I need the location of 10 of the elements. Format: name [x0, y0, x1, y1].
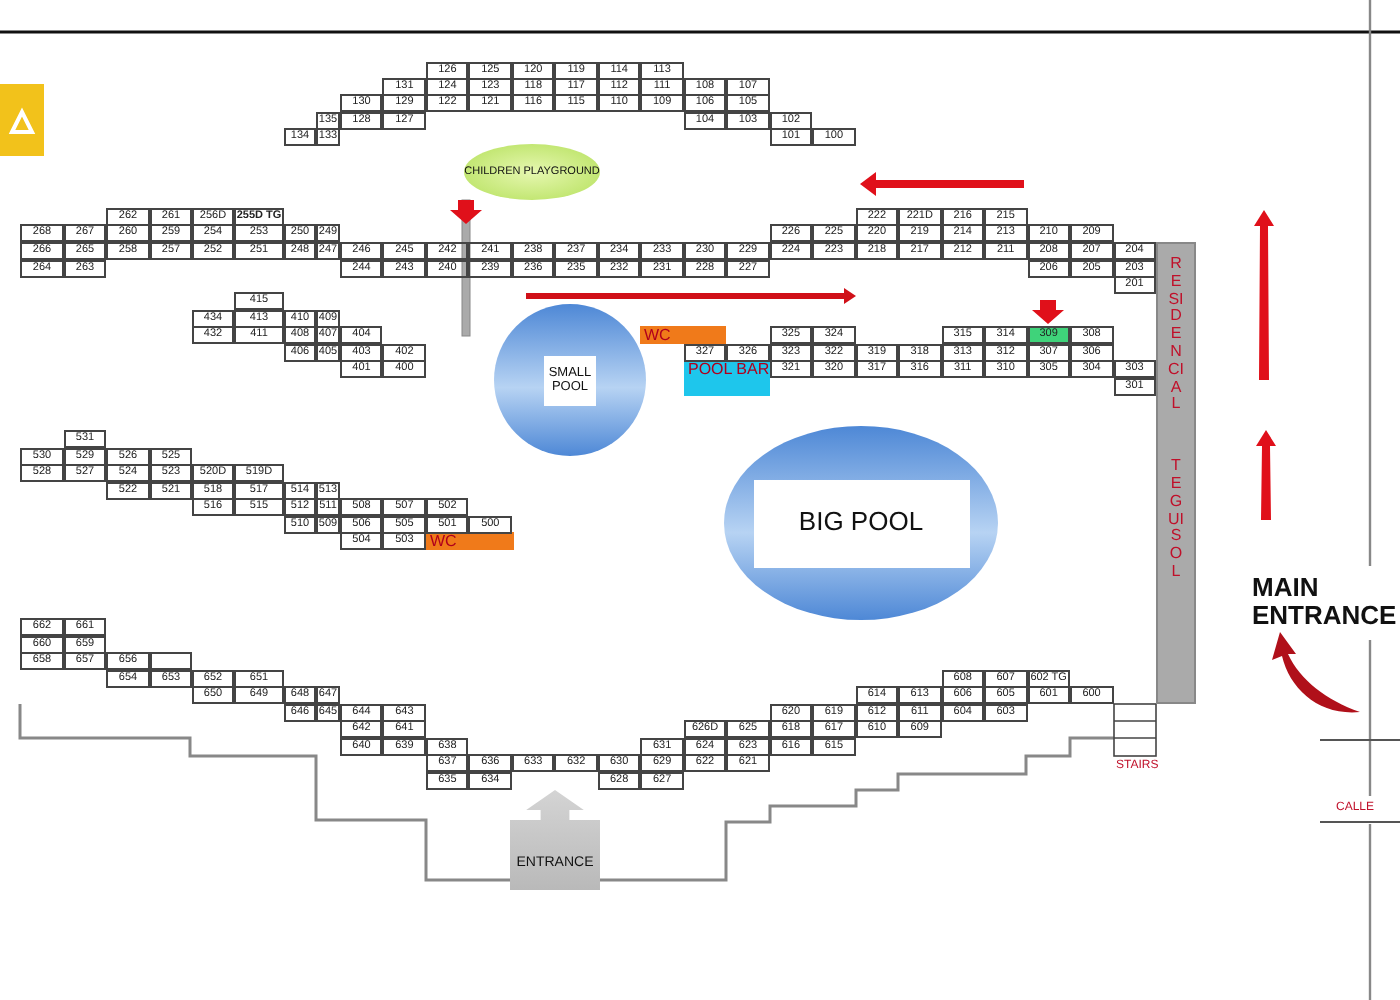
area-label: POOL BAR [686, 360, 770, 378]
area-label: WC [428, 532, 457, 550]
building-name: RESIDENCIAL [1168, 256, 1184, 415]
bar-area [684, 360, 770, 396]
pool-label: BIG POOL [753, 479, 969, 567]
entrance-label: MAIN ENTRANCE [1252, 574, 1399, 632]
building-band [1156, 242, 1196, 704]
building-name: TEGUISOL [1168, 458, 1184, 582]
toilet-area [640, 326, 726, 344]
area-label: WC [642, 326, 671, 344]
